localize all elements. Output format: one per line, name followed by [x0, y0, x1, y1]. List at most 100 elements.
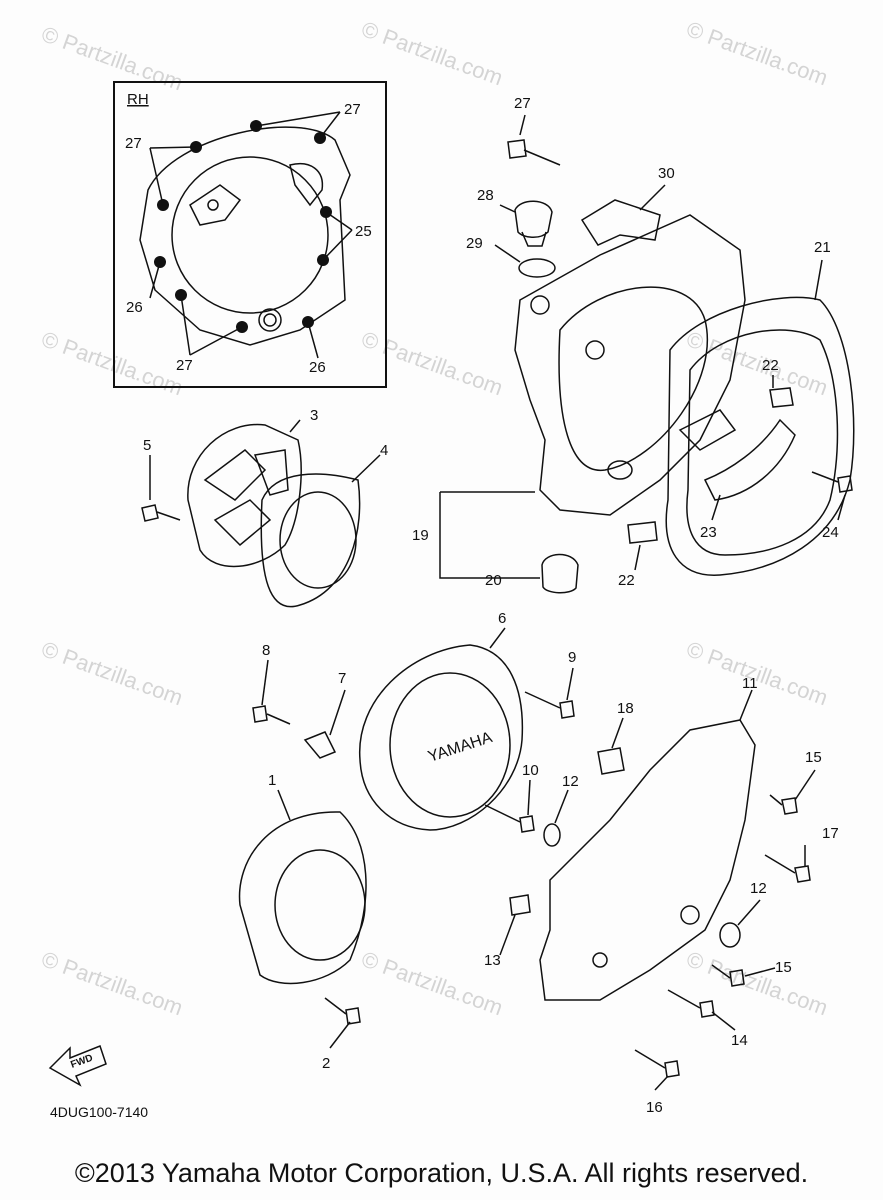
- callout-28: 28: [477, 187, 494, 204]
- leader: [489, 627, 506, 649]
- watermark: © Partzilla.com: [683, 946, 831, 1020]
- callout-9: 9: [568, 649, 576, 666]
- callout-24: 24: [822, 524, 839, 541]
- part-14-bolt: [667, 989, 715, 1018]
- callout-12: 12: [750, 880, 767, 897]
- drawing-code: 4DUG100-7140: [50, 1104, 148, 1120]
- part-11-cover: [539, 719, 756, 1001]
- leader: [149, 261, 161, 299]
- callout-30: 30: [658, 165, 675, 182]
- callout-20: 20: [485, 572, 502, 589]
- callout-6: 6: [498, 610, 506, 627]
- leader: [499, 204, 516, 213]
- leader: [711, 1011, 736, 1031]
- callout-29: 29: [466, 235, 483, 252]
- rh-bolt-dots: [154, 120, 332, 333]
- watermark: © Partzilla.com: [358, 16, 506, 90]
- callout-2: 2: [322, 1055, 330, 1072]
- leader: [329, 689, 346, 736]
- yamaha-brand-text: YAMAHA: [426, 729, 495, 766]
- callout-16: 16: [646, 1099, 663, 1116]
- leader: [180, 294, 243, 356]
- callout-4: 4: [380, 442, 388, 459]
- callout-1: 1: [268, 772, 276, 789]
- watermark: © Partzilla.com: [38, 21, 186, 95]
- leader: [322, 211, 353, 261]
- rh-cover-dome: [171, 156, 329, 314]
- callout-27: 27: [344, 101, 361, 118]
- callout-3: 3: [310, 407, 318, 424]
- part-24-bolt: [811, 471, 853, 493]
- leader: [527, 779, 531, 816]
- callout-22: 22: [618, 572, 635, 589]
- rh-cover-outline: [139, 126, 351, 346]
- watermark: © Partzilla.com: [38, 636, 186, 710]
- callout-27: 27: [125, 135, 142, 152]
- part-15-bolt: [711, 794, 798, 987]
- rh-cover-plug-inner: [263, 313, 277, 327]
- leader: [837, 494, 846, 521]
- rh-inset: [113, 81, 387, 388]
- leader: [639, 184, 666, 211]
- part-7-clip: [303, 731, 337, 759]
- callout-27: 27: [514, 95, 531, 112]
- callout-labels: 3 4 5 27 28 29 30 21 22 19 23 24 20 22 6…: [143, 95, 839, 1116]
- watermark: © Partzilla.com: [683, 636, 831, 710]
- leader: [711, 494, 721, 521]
- watermark: © Partzilla.com: [683, 16, 831, 90]
- part-2-bolt: [324, 997, 361, 1025]
- rh-cover-plug: [258, 308, 282, 332]
- callout-26: 26: [126, 299, 143, 316]
- callout-23: 23: [700, 524, 717, 541]
- callout-27: 27: [176, 357, 193, 374]
- part-22-dowel: [627, 387, 794, 544]
- leader: [744, 967, 776, 977]
- leader: [277, 789, 291, 821]
- callout-26: 26: [309, 359, 326, 376]
- callout-14: 14: [731, 1032, 748, 1049]
- part-20-cap: [541, 553, 579, 594]
- callout-7: 7: [338, 670, 346, 687]
- inset-frame: [113, 81, 387, 388]
- part-4-gasket: [260, 473, 361, 608]
- leader: [351, 454, 381, 483]
- callout-22: 22: [762, 357, 779, 374]
- leader: [289, 419, 301, 433]
- watermark: © Partzilla.com: [38, 326, 186, 400]
- part-17-bolt: [764, 854, 811, 883]
- rh-inset-labels: RH 27 27 25 26 27 26: [125, 91, 372, 376]
- part-18-dowel: [597, 747, 625, 775]
- callout-17: 17: [822, 825, 839, 842]
- leader: [439, 491, 540, 579]
- part-28-filler-cap: [514, 200, 553, 247]
- inset-label-rh: RH: [127, 91, 149, 108]
- watermark: © Partzilla.com: [683, 326, 831, 400]
- callout-5: 5: [143, 437, 151, 454]
- rh-cover-tab: [189, 184, 242, 226]
- rh-cover-window: [289, 163, 324, 207]
- watermark: © Partzilla.com: [38, 946, 186, 1020]
- leader: [494, 244, 521, 263]
- callout-10: 10: [522, 762, 539, 779]
- leader: [519, 114, 526, 136]
- leader: [255, 111, 341, 139]
- part-5-bolt: [141, 504, 181, 522]
- leader: [261, 659, 269, 706]
- leader: [634, 544, 641, 571]
- leader: [654, 1075, 669, 1091]
- leader: [737, 899, 761, 926]
- callout-15: 15: [775, 959, 792, 976]
- part-10-bolt: [484, 804, 535, 833]
- callout-21: 21: [814, 239, 831, 256]
- part-29-o-ring: [518, 258, 556, 278]
- callout-25: 25: [355, 223, 372, 240]
- callout-15: 15: [805, 749, 822, 766]
- fwd-label: FWD: [69, 1053, 94, 1071]
- leader: [307, 321, 319, 359]
- callout-13: 13: [484, 952, 501, 969]
- callout-19: 19: [412, 527, 429, 544]
- part-8-bolt: [252, 705, 291, 725]
- part-13-dowel: [509, 894, 531, 916]
